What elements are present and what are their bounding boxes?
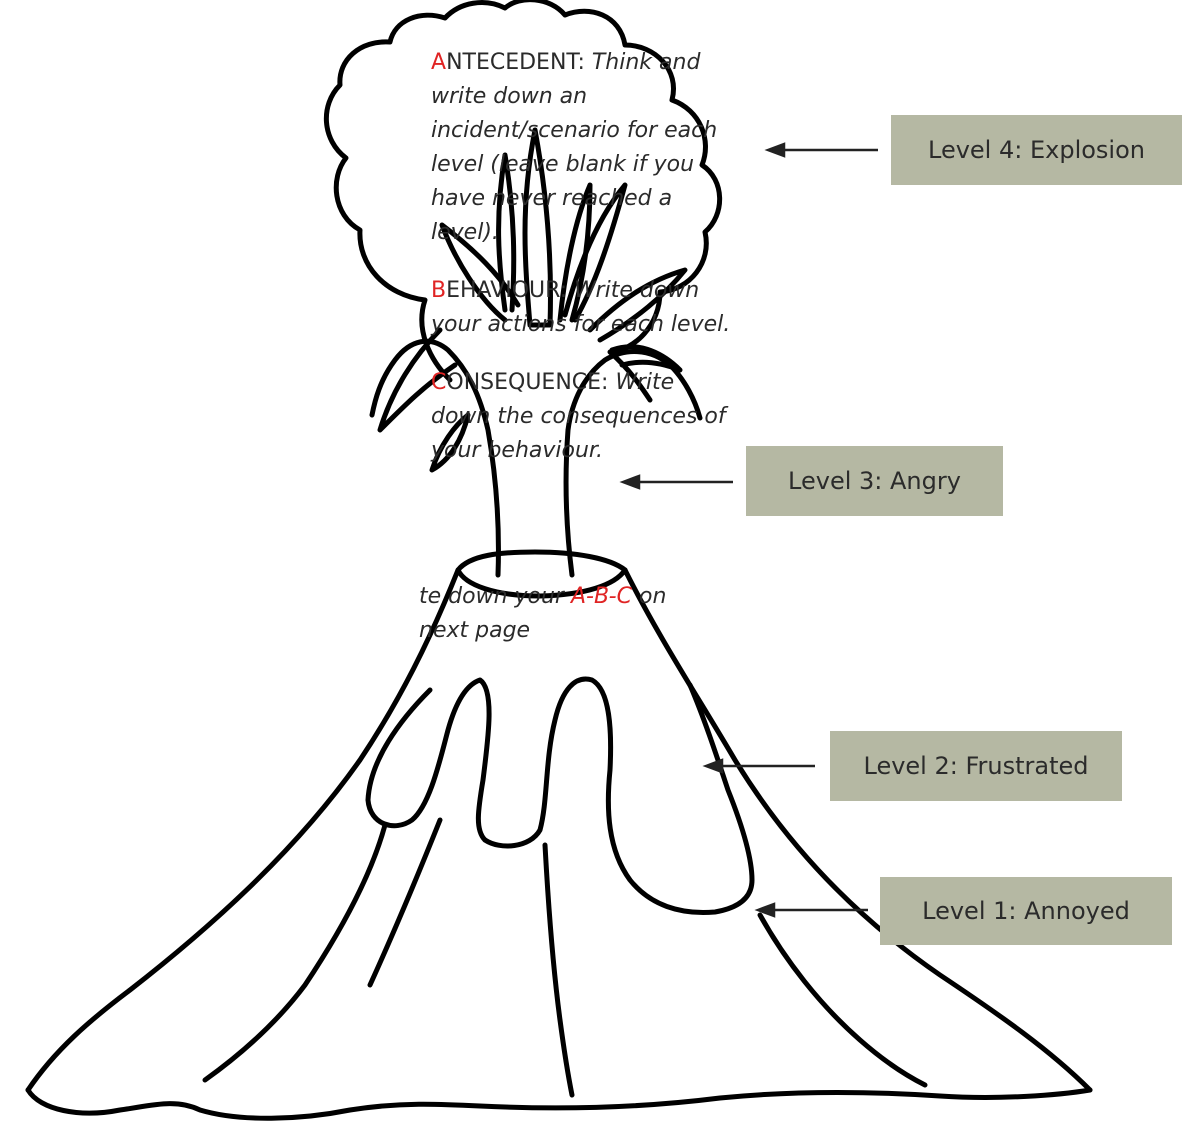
level-1-label: Level 1: Annoyed — [880, 877, 1172, 945]
slope-streak-1 — [205, 825, 385, 1080]
arrow-level4-head — [768, 144, 784, 156]
abc-instructions: ANTECEDENT: Think and write down an inci… — [431, 46, 731, 492]
lava-drip-left — [368, 680, 489, 840]
mountain-base — [28, 1090, 1090, 1118]
behaviour-term: EHAVIOUR: — [446, 278, 567, 303]
antecedent-initial: A — [431, 50, 446, 75]
mountain-slope-left — [28, 570, 458, 1090]
slope-streak-2 — [545, 845, 572, 1095]
level-4-label: Level 4: Explosion — [891, 115, 1182, 185]
consequence-initial: C — [431, 370, 446, 395]
lava-drip-center — [485, 679, 752, 912]
antecedent-instruction: ANTECEDENT: Think and write down an inci… — [431, 46, 731, 250]
behaviour-instruction: BEHAVIOUR: Write down your actions for e… — [431, 274, 731, 342]
arrow-level2-head — [706, 760, 722, 772]
level-3-label: Level 3: Angry — [746, 446, 1003, 516]
level-2-label: Level 2: Frustrated — [830, 731, 1122, 801]
consequence-instruction: CONSEQUENCE: Write down the consequences… — [431, 366, 731, 468]
antecedent-term: NTECEDENT: — [446, 50, 585, 75]
consequence-term: ONSEQUENCE: — [446, 370, 608, 395]
note-prefix: te down your — [419, 584, 571, 609]
behaviour-initial: B — [431, 278, 446, 303]
next-page-note: te down your A-B-C on next page — [419, 580, 709, 648]
antecedent-text: Think and write down an incident/scenari… — [431, 50, 717, 245]
mountain-slope-right — [625, 570, 1090, 1090]
note-abc: A-B-C — [571, 584, 632, 609]
